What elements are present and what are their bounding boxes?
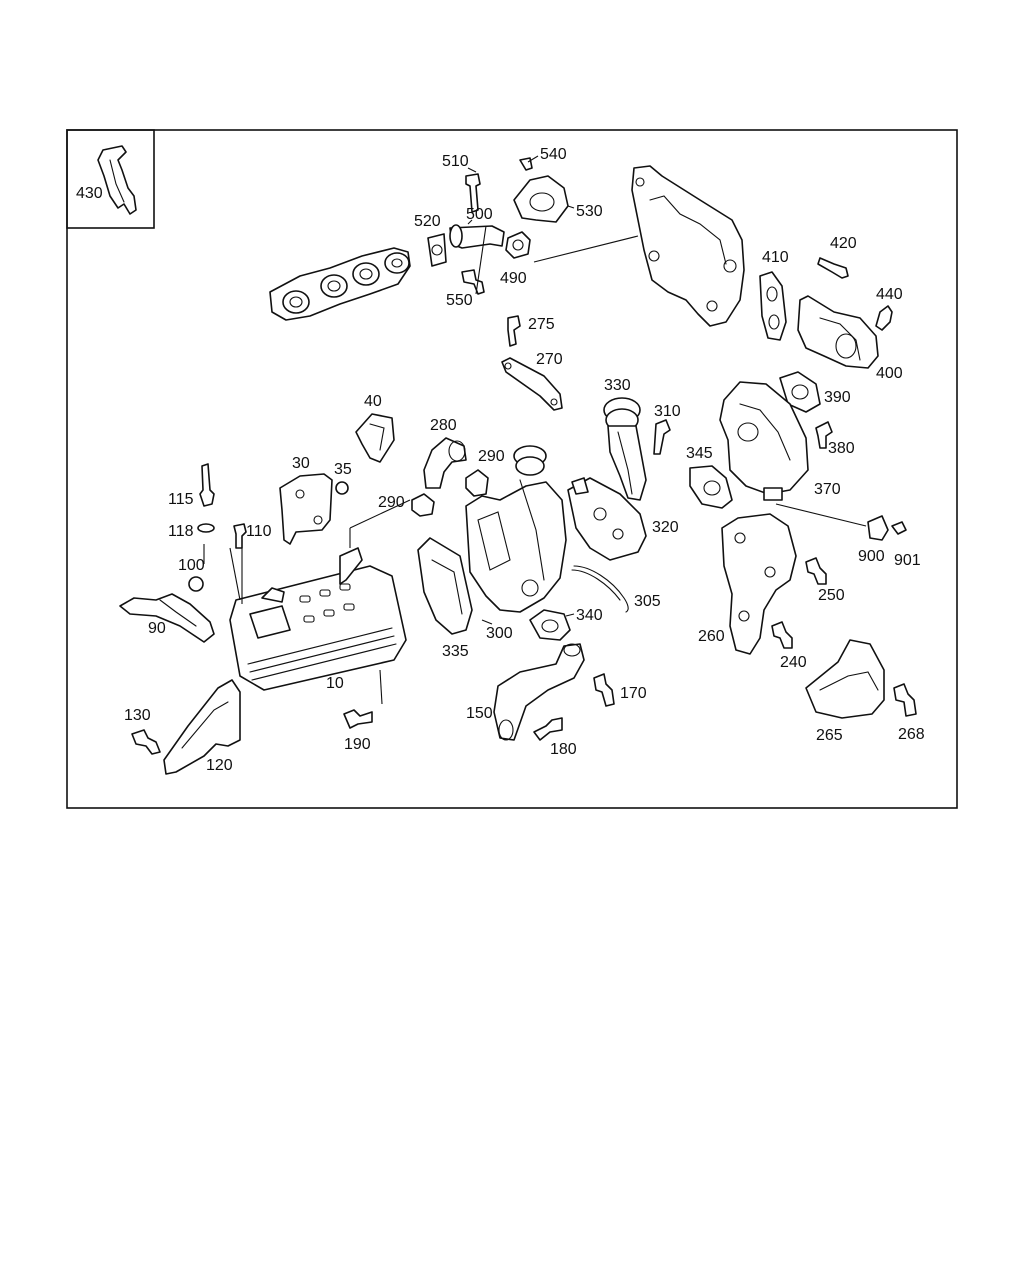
bracket-30-drawing [279, 473, 349, 545]
label-10: 10 [326, 675, 344, 692]
label-380: 380 [828, 440, 855, 457]
label-150: 150 [466, 705, 493, 722]
heat-shield-265-drawing [805, 639, 917, 719]
label-550: 550 [446, 292, 473, 309]
label-345: 345 [686, 445, 713, 462]
label-118: 118 [168, 523, 194, 540]
part-320-drawing [567, 477, 647, 561]
egr-valve-lower-drawing [689, 371, 833, 509]
label-330: 330 [604, 377, 631, 394]
egr-pipe-group-drawing [427, 157, 569, 295]
label-170: 170 [620, 685, 647, 702]
inset-frame [66, 129, 155, 229]
label-265: 265 [816, 727, 843, 744]
label-115: 115 [168, 491, 194, 508]
bracket-260-drawing [721, 513, 827, 655]
label-120: 120 [206, 757, 233, 774]
leader-lines [203, 155, 867, 705]
label-540: 540 [540, 146, 567, 163]
label-240: 240 [780, 654, 807, 671]
label-430: 430 [76, 185, 103, 202]
part-430-clip-drawing [97, 145, 137, 215]
part-labels: 430 510 540 530 520 500 490 550 410 420 … [76, 146, 925, 774]
label-130: 130 [124, 707, 151, 724]
label-305: 305 [634, 593, 661, 610]
label-180: 180 [550, 741, 577, 758]
egr-cooler-drawing [229, 547, 407, 691]
label-250: 250 [818, 587, 845, 604]
label-370: 370 [814, 481, 841, 498]
label-310: 310 [654, 403, 681, 420]
actuator-330-drawing [603, 397, 671, 501]
exhaust-manifold-drawing [269, 247, 411, 321]
diagram-frame [66, 129, 958, 809]
label-500: 500 [466, 206, 493, 223]
hose-group-drawing [355, 413, 489, 517]
label-40: 40 [364, 393, 382, 410]
label-100: 100 [178, 557, 205, 574]
label-320: 320 [652, 519, 679, 536]
bracket-120-drawing [131, 679, 373, 775]
fasteners-left-drawing [188, 463, 247, 592]
label-290b: 290 [378, 494, 405, 511]
pipe-150-drawing [493, 643, 615, 741]
label-35: 35 [334, 461, 352, 478]
label-340: 340 [576, 607, 603, 624]
bracket-90-drawing [119, 593, 215, 643]
label-190: 190 [344, 736, 371, 753]
bracket-270-drawing [501, 315, 563, 411]
label-420: 420 [830, 235, 857, 252]
label-410: 410 [762, 249, 789, 266]
label-268: 268 [898, 726, 925, 743]
label-440: 440 [876, 286, 903, 303]
label-400: 400 [876, 365, 903, 382]
sensor-900-drawing [867, 515, 907, 541]
label-30: 30 [292, 455, 310, 472]
label-900: 900 [858, 548, 885, 565]
label-260: 260 [698, 628, 725, 645]
label-110: 110 [246, 523, 272, 540]
egr-housing-drawing [417, 445, 629, 641]
label-510: 510 [442, 153, 469, 170]
label-520: 520 [414, 213, 441, 230]
label-390: 390 [824, 389, 851, 406]
label-530: 530 [576, 203, 603, 220]
label-90: 90 [148, 620, 166, 637]
label-300: 300 [486, 625, 513, 642]
label-290a: 290 [478, 448, 505, 465]
label-270: 270 [536, 351, 563, 368]
label-901: 901 [894, 552, 921, 569]
egr-valve-upper-drawing [759, 257, 893, 369]
label-275: 275 [528, 316, 555, 333]
label-490: 490 [500, 270, 527, 287]
intake-plate-drawing [631, 165, 745, 327]
label-335: 335 [442, 643, 469, 660]
label-280: 280 [430, 417, 457, 434]
